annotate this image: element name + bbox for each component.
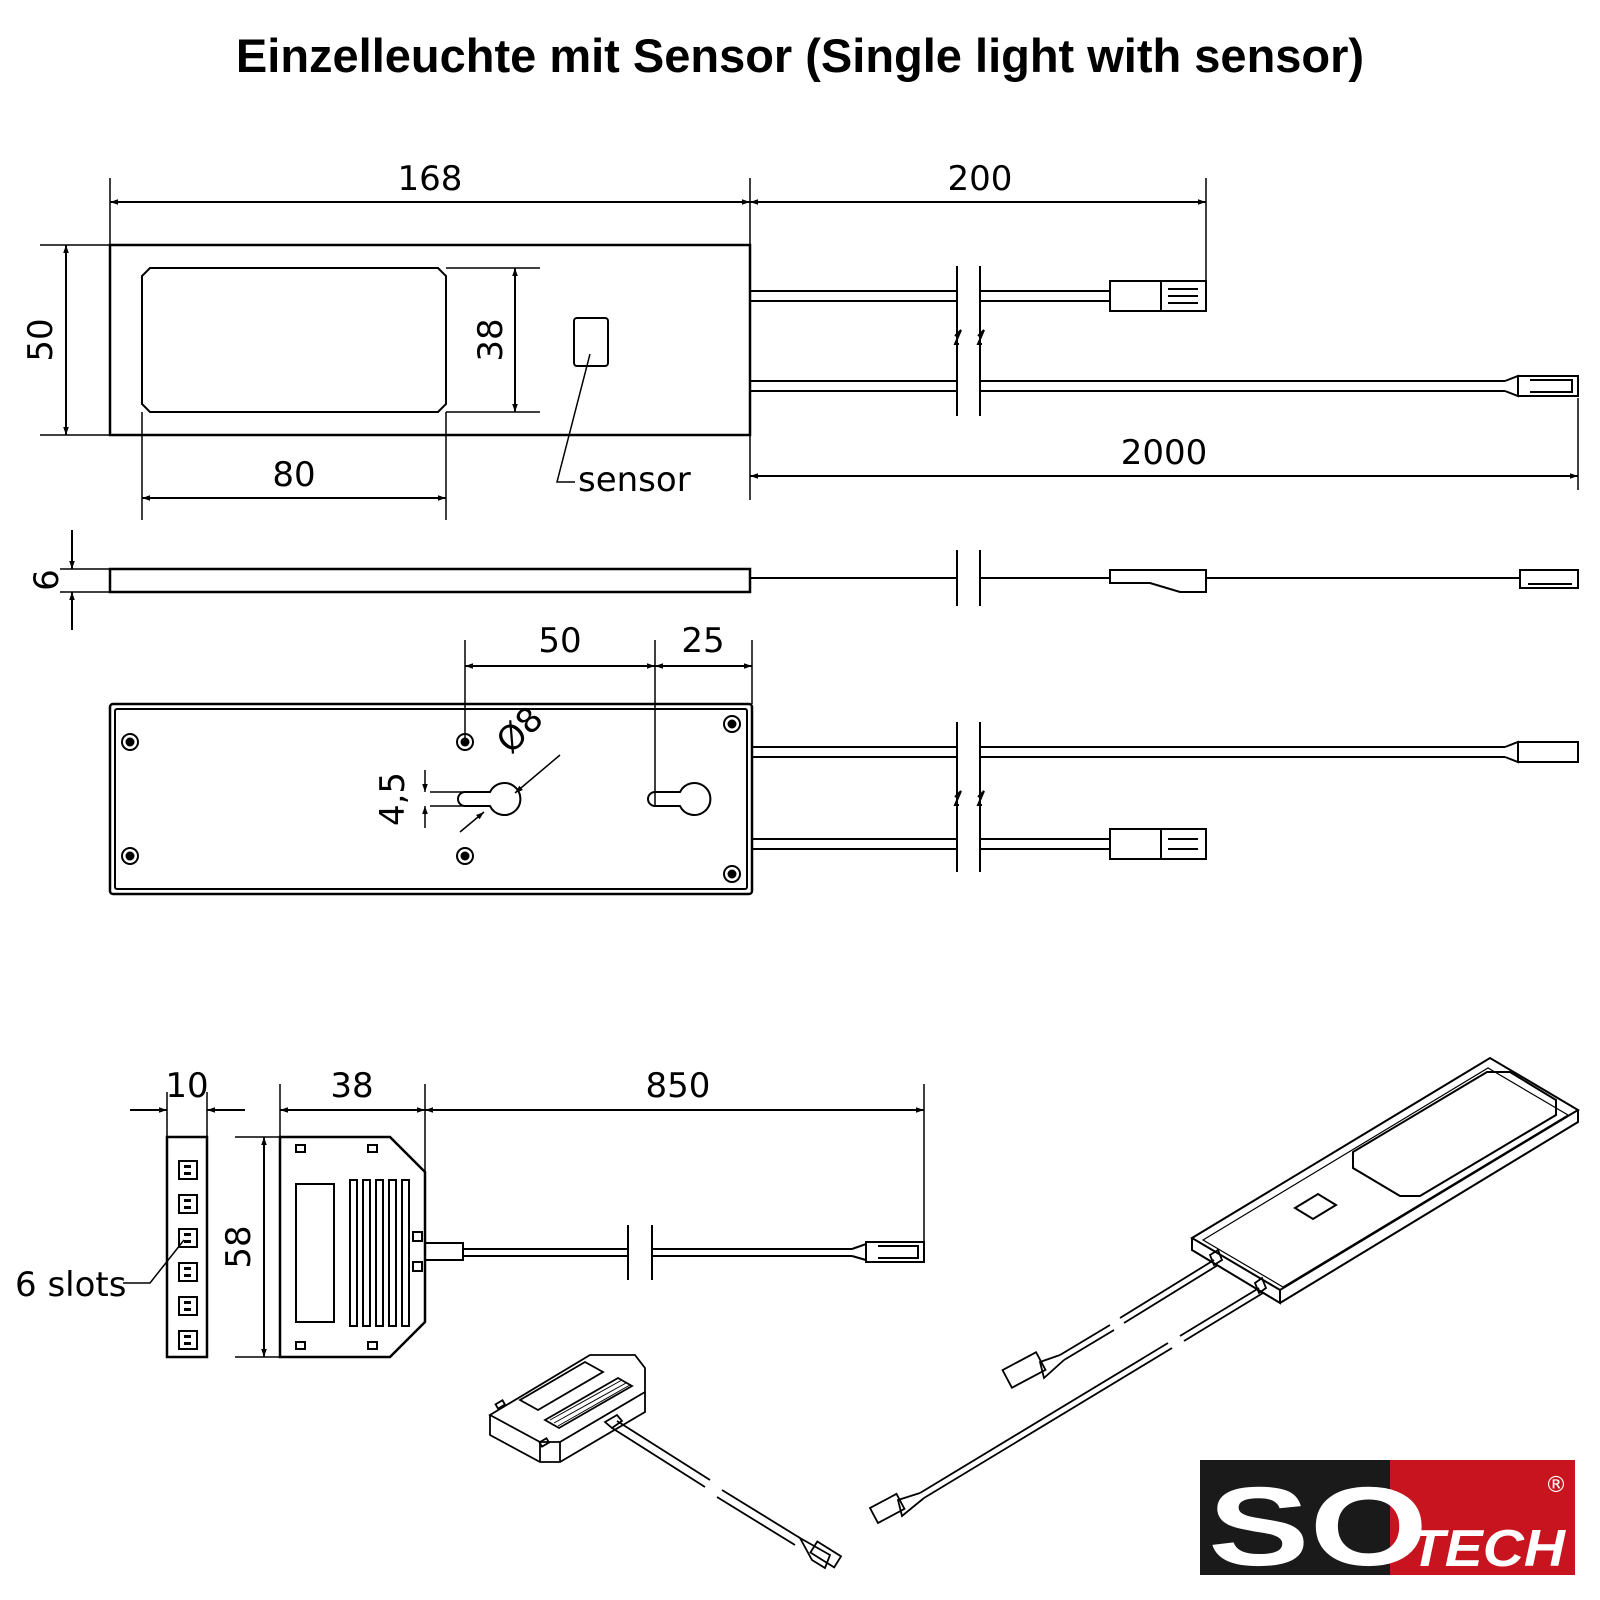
dim-cable-long: 2000 [1121, 433, 1208, 473]
dim-distributor-width: 38 [330, 1066, 373, 1106]
connector-long [1504, 374, 1579, 398]
top-view [40, 178, 1579, 520]
dimension-labels: 168 200 50 38 80 sensor 2000 6 50 25 Ø8 … [15, 159, 1207, 1305]
logo-registered-mark: ® [1545, 1473, 1567, 1498]
cable-short [750, 290, 1110, 302]
iso-cables [868, 1248, 1268, 1525]
sensor-label: sensor [578, 460, 691, 500]
dim-window-width: 80 [272, 455, 315, 495]
logo-red-block [1390, 1460, 1575, 1575]
bottom-cables [752, 722, 1579, 872]
keyhole-slot-right [647, 782, 712, 816]
dim-window-height: 38 [471, 318, 511, 361]
bottom-view [108, 640, 1579, 896]
sensor-leader [556, 353, 591, 483]
screw-holes [121, 715, 741, 883]
light-panel-side-view [108, 567, 752, 594]
slots-leader [123, 1239, 185, 1284]
dim-slot-width: 4,5 [373, 772, 413, 826]
dim-length: 168 [398, 159, 463, 199]
connector-short [1109, 280, 1207, 312]
dim-distributor-cable: 850 [646, 1066, 711, 1106]
logo-dark-block [1200, 1460, 1390, 1575]
cable-long [750, 380, 1505, 392]
distributor-side-view [165, 1135, 209, 1359]
cable-break [953, 266, 985, 416]
dim-thickness: 6 [27, 569, 67, 591]
distributor-isometric [488, 1354, 843, 1570]
dim-line-hole-diameter [514, 754, 561, 794]
dim-height: 50 [21, 318, 61, 361]
sotech-logo: SO TECH ® [1200, 1460, 1575, 1589]
distributor [123, 1084, 925, 1359]
side-view [60, 530, 1579, 630]
dim-cable-short: 200 [948, 159, 1013, 199]
logo-brand: SO [1208, 1464, 1428, 1589]
distributor-vents [349, 1179, 410, 1327]
light-window [141, 267, 447, 413]
dim-distributor-height: 58 [219, 1225, 259, 1268]
distributor-slots [178, 1160, 198, 1350]
distributor-label-area [295, 1183, 335, 1323]
dim-distributor-depth: 10 [165, 1066, 208, 1106]
distributor-front-view [278, 1135, 427, 1359]
light-panel-top-view [108, 243, 752, 437]
keyhole-slot-left [457, 782, 522, 816]
logo-sub: TECH [1410, 1520, 1567, 1578]
light-isometric [868, 1056, 1580, 1525]
dim-hole-offset: 25 [681, 621, 724, 661]
slots-label: 6 slots [15, 1265, 126, 1305]
sensor-window [573, 317, 609, 367]
light-panel-bottom-view [108, 702, 754, 896]
dim-hole-spacing: 50 [538, 621, 581, 661]
page-title: Einzelleuchte mit Sensor (Single light w… [235, 29, 1365, 82]
